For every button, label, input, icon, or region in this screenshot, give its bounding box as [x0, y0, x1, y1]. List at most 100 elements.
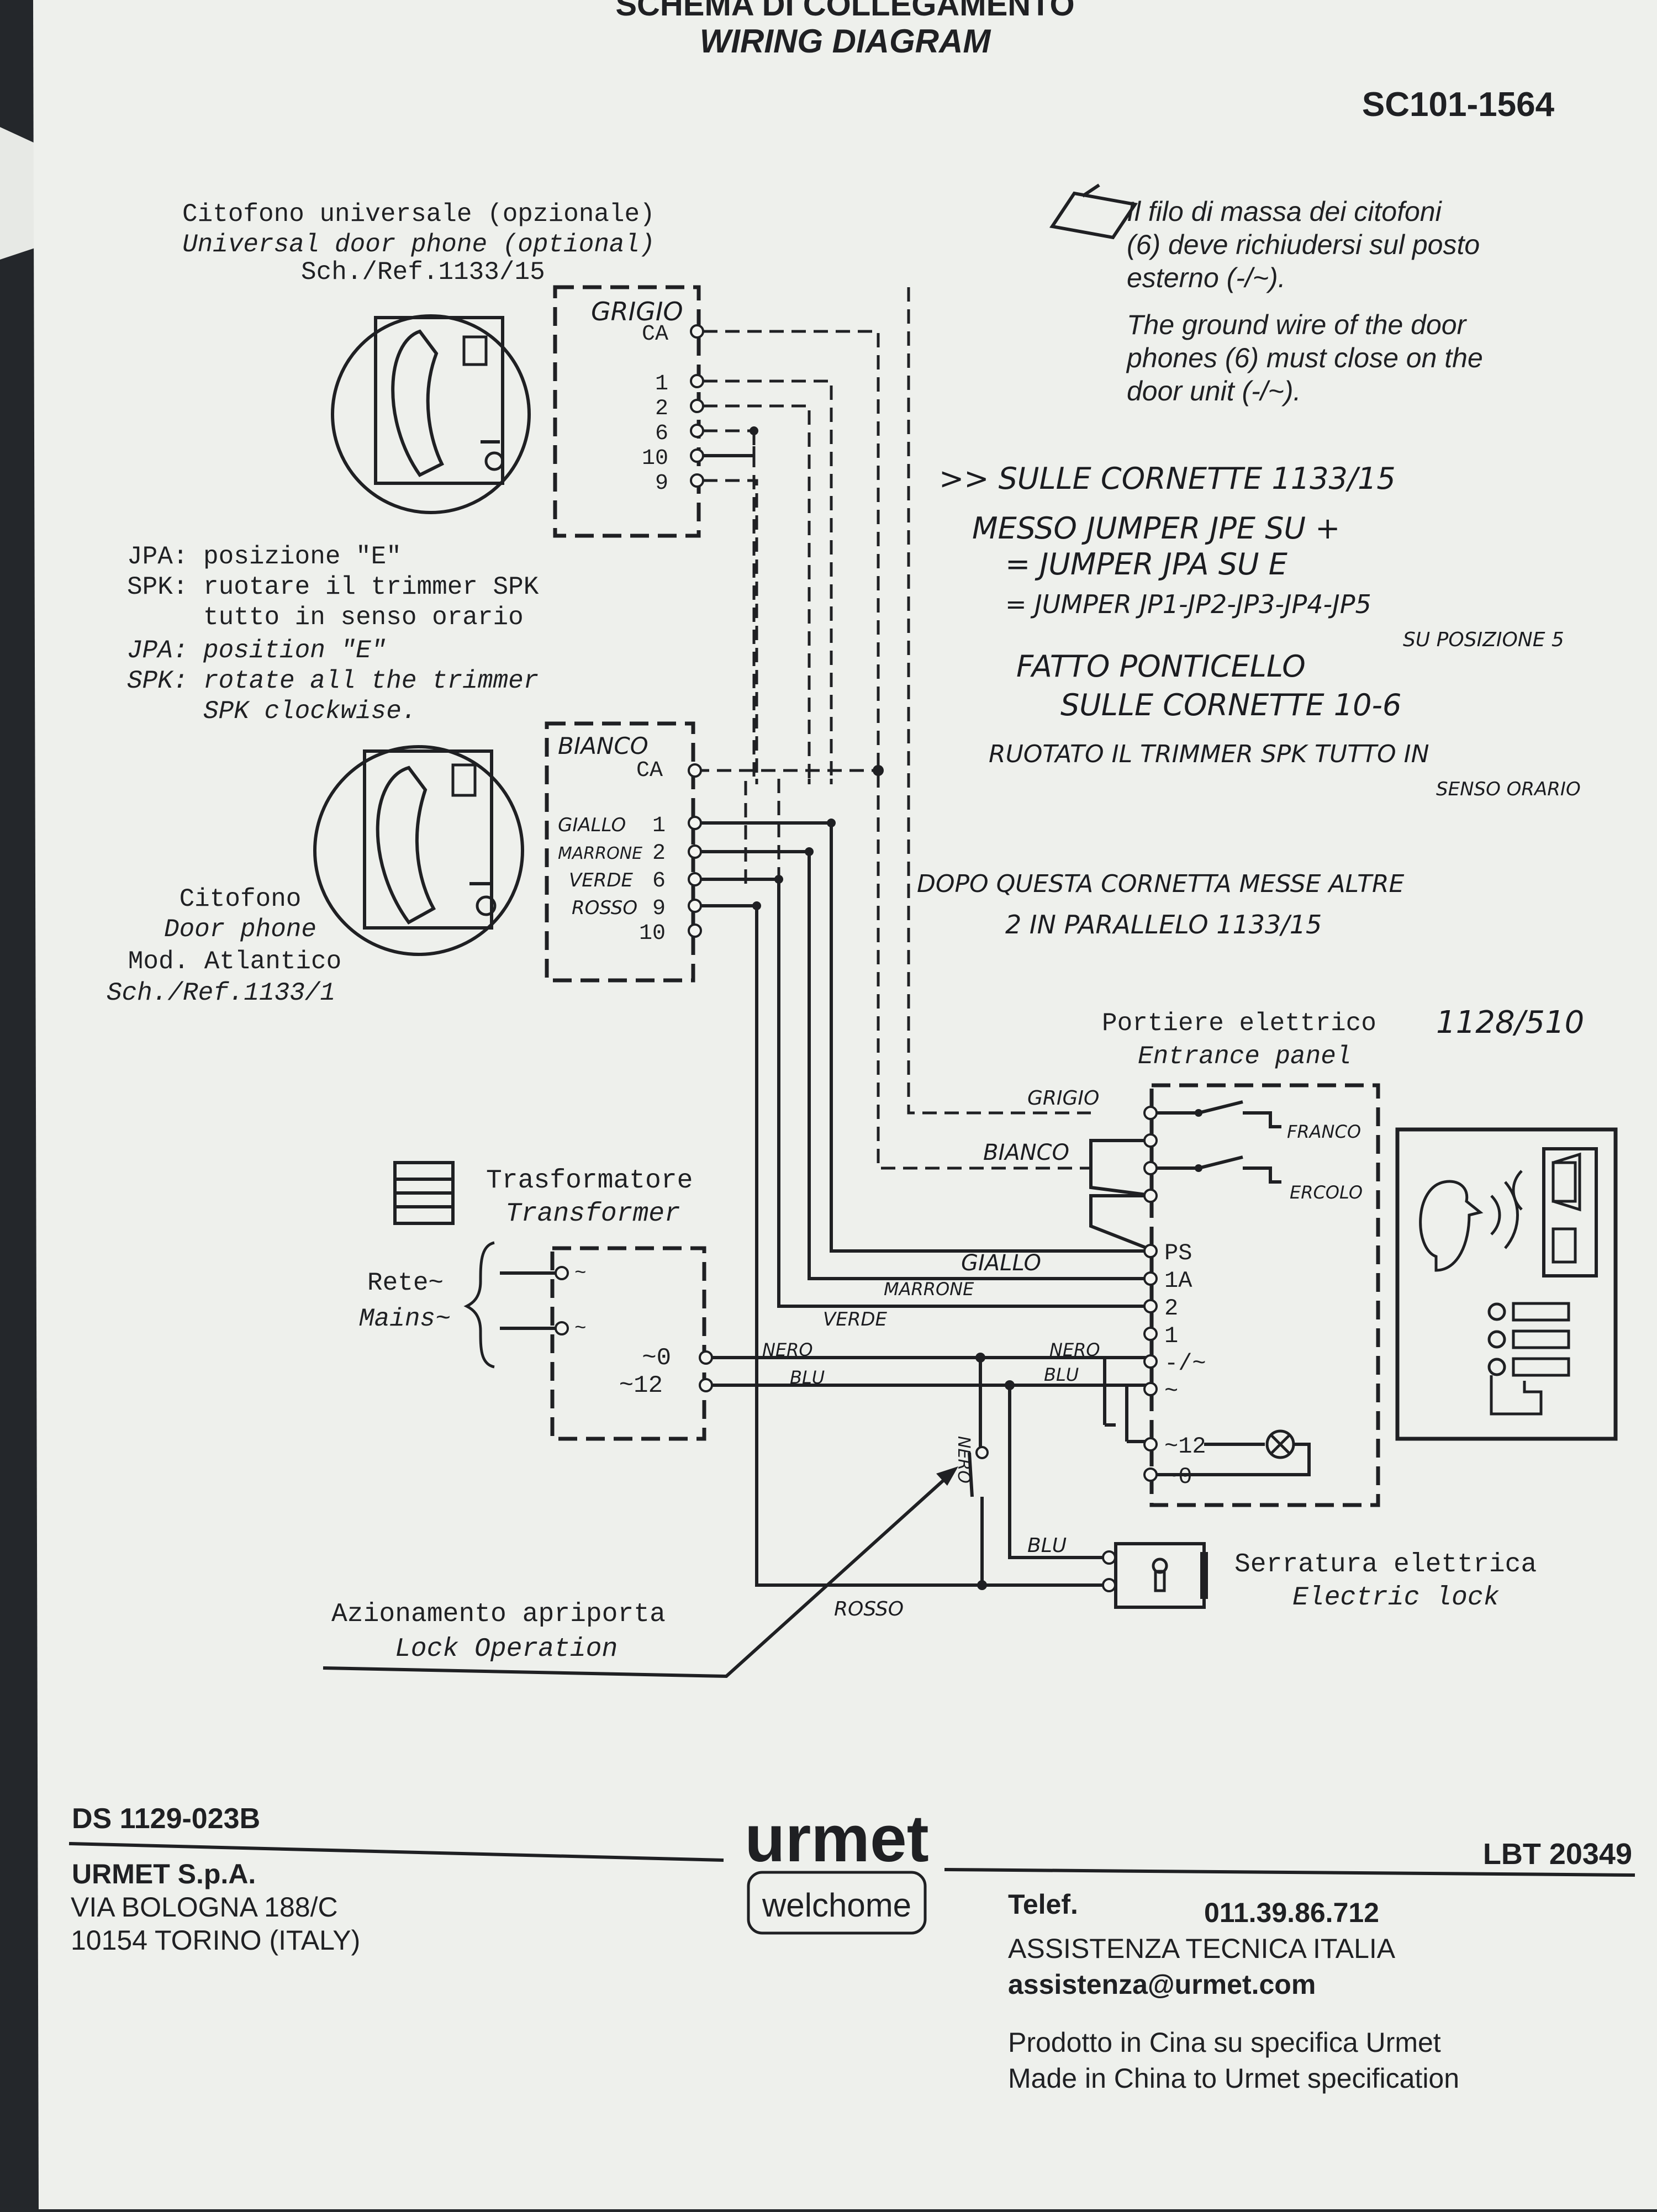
note-it-line-3: esterno (-/~). — [1127, 262, 1286, 293]
entrance-panel-front-icon — [1395, 1127, 1618, 1441]
panel-terminal-ground — [1143, 1354, 1158, 1369]
door-wire-label-rosso: ROSSO — [572, 897, 637, 919]
main-solid-wiring — [701, 779, 1149, 1590]
universal-phone-terminals: CA 1 2 6 10 9 — [642, 322, 704, 496]
door-terminal-10-label: 10 — [639, 921, 666, 946]
panel-wire-label-verde: VERDE — [823, 1308, 888, 1331]
universal-terminal-2 — [690, 399, 704, 413]
ground-wire-note-italian: Il filo di massa dei citofoni (6) deve r… — [1127, 196, 1480, 293]
entrance-panel-terminals: PS 1A 2 1 -/~ ~ ~12 ~0 — [1143, 1240, 1311, 1490]
universal-terminal-2-label: 2 — [655, 397, 668, 421]
mains-terminal-1-symbol: ~ — [574, 1262, 587, 1285]
footer-support: ASSISTENZA TECNICA ITALIA — [1008, 1933, 1396, 1964]
universal-phone-terminal-block — [553, 285, 701, 538]
entrance-panel-label-en: Entrance panel — [1138, 1042, 1351, 1071]
mains-label-it: Rete~ — [367, 1269, 444, 1297]
paper-sheet — [33, 0, 1657, 2209]
lock-wire-label-rosso: ROSSO — [834, 1598, 904, 1620]
door-terminal-9-label: 9 — [652, 896, 666, 921]
door-phone-model: Mod. Atlantico — [128, 947, 341, 976]
hw-note-1: >> SULLE CORNETTE 1133/15 — [939, 461, 1396, 496]
transformer-output-0 — [699, 1350, 713, 1365]
door-phone-terminal-block — [545, 721, 695, 983]
hw-note-7: SULLE CORNETTE 10-6 — [1060, 688, 1401, 722]
door-terminal-6-label: 6 — [652, 869, 666, 894]
mains-terminal-1 — [555, 1266, 569, 1280]
hw-note-8: RUOTATO IL TRIMMER SPK TUTTO IN — [989, 740, 1429, 768]
note-en-line-1: The ground wire of the door — [1127, 309, 1468, 340]
footer-tel-label: Telef. — [1008, 1889, 1078, 1920]
door-phone-label: Citofono Door phone Mod. Atlantico Sch./… — [107, 885, 341, 1007]
transformer-wire-label-blu: BLU — [790, 1367, 825, 1388]
panel-terminal-1-label: 1 — [1164, 1323, 1178, 1349]
hw-note-2: MESSO JUMPER JPE SU + — [972, 511, 1340, 546]
panel-wire-label-bianco: BIANCO — [983, 1140, 1069, 1165]
transformer-output-12-label: ~12 — [619, 1372, 663, 1400]
door-terminal-2 — [688, 844, 702, 859]
entrance-panel-label-it: Portiere elettrico — [1102, 1009, 1376, 1038]
mains-brace — [463, 1241, 495, 1369]
entrance-panel-model: 1128/510 — [1436, 1005, 1584, 1041]
panel-terminal-ps — [1143, 1244, 1158, 1258]
panel-terminal-2-label: 2 — [1164, 1295, 1178, 1322]
notepad-icon — [1049, 183, 1138, 240]
urmet-tagline: welchome — [762, 1887, 911, 1924]
door-terminal-ca — [688, 763, 702, 778]
universal-terminal-6-label: 6 — [655, 421, 668, 446]
panel-wire-label-nero: NERO — [1049, 1339, 1100, 1360]
panel-terminal-ground-label: -/~ — [1164, 1350, 1206, 1377]
transformer-output-0-label: ~0 — [642, 1344, 671, 1372]
urmet-brand-text: urmet — [745, 1802, 928, 1876]
hw-note-9: SENSO ORARIO — [1436, 778, 1581, 800]
door-phone-label-it: Citofono — [180, 885, 302, 914]
footer-company: URMET S.p.A. — [72, 1859, 256, 1889]
lock-operation-pointer — [323, 1470, 954, 1678]
panel-terminal-0v-label: ~0 — [1164, 1464, 1192, 1490]
urmet-logo: urmet welchome — [745, 1802, 929, 1935]
universal-phone-label-it: Citofono universale (opzionale) — [182, 200, 655, 229]
scheme-code: SC101-1564 — [1362, 86, 1555, 124]
footer-ds-code: DS 1129-023B — [72, 1803, 260, 1835]
panel-terminal-1 — [1143, 1327, 1158, 1341]
door-phone-ref: Sch./Ref.1133/1 — [107, 979, 335, 1007]
electric-lock-icon — [1102, 1542, 1208, 1609]
switch-label-franco: FRANCO — [1287, 1121, 1361, 1142]
door-terminal-6 — [688, 872, 702, 886]
lock-operation-label-en: Lock Operation — [395, 1634, 618, 1664]
entrance-panel-terminal-block — [1149, 1083, 1380, 1507]
mains-terminal-2-symbol: ~ — [574, 1317, 587, 1340]
panel-terminal-0v — [1143, 1467, 1158, 1482]
transformer-block — [550, 1246, 706, 1441]
note-en-line-2: phones (6) must close on the — [1126, 342, 1483, 373]
transformer-label-en: Transformer — [505, 1199, 680, 1229]
lock-label-it: Serratura elettrica — [1234, 1550, 1537, 1580]
footer-right-rule — [944, 1868, 1635, 1877]
universal-terminal-1 — [690, 374, 704, 388]
handwritten-jumper-notes: >> SULLE CORNETTE 1133/15 MESSO JUMPER J… — [939, 461, 1581, 800]
universal-terminal-9 — [690, 473, 704, 488]
optional-dashed-wiring — [695, 287, 1091, 1170]
switch-label-ercolo: ERCOLO — [1290, 1182, 1363, 1203]
footer-address-2: 10154 TORINO (ITALY) — [71, 1925, 360, 1956]
panel-terminal-ps-label: PS — [1164, 1240, 1192, 1266]
door-terminal-ca-label: CA — [636, 758, 663, 783]
door-terminal-2-label: 2 — [652, 841, 666, 866]
door-phone-handset-icon — [313, 745, 524, 956]
universal-phone-ref: Sch./Ref.1133/15 — [301, 258, 545, 287]
settings-line-5: SPK: rotate all the trimmer — [127, 667, 539, 695]
universal-terminal-6 — [690, 424, 704, 438]
lock-label-en: Electric lock — [1292, 1583, 1500, 1613]
note-it-line-2: (6) deve richiudersi sul posto — [1127, 229, 1480, 260]
entrance-panel-switches: FRANCO ERCOLO — [1089, 1100, 1363, 1253]
mains-terminal-2 — [555, 1321, 569, 1335]
door-wire-label-marrone: MARRONE — [558, 844, 642, 863]
lock-wire-label-blu: BLU — [1027, 1534, 1067, 1557]
switch-wire-label-nero: NERO — [954, 1436, 973, 1484]
settings-line-1: JPA: posizione "E" — [127, 542, 402, 571]
universal-terminal-1-label: 1 — [655, 372, 668, 397]
universal-terminal-10 — [690, 448, 704, 463]
panel-wire-label-marrone: MARRONE — [884, 1279, 974, 1300]
settings-line-4: JPA: position "E" — [127, 636, 386, 665]
door-terminal-10 — [688, 923, 702, 938]
